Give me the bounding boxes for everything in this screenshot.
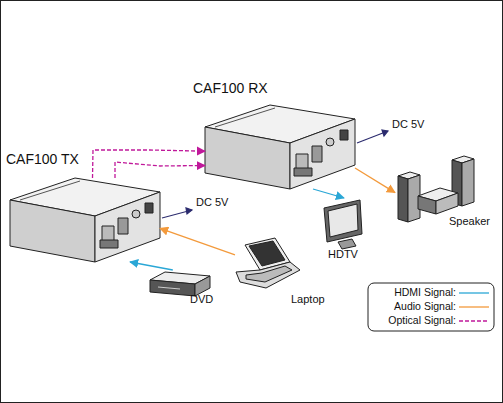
rx-box-part bbox=[215, 108, 275, 127]
dvd-device: DVD bbox=[148, 270, 210, 298]
receiver-box: CAF100 RX bbox=[205, 105, 355, 189]
power-label: DC 5V bbox=[392, 118, 424, 130]
hdtv-part bbox=[328, 204, 358, 237]
rx-box-part bbox=[294, 168, 312, 176]
power-lead-part bbox=[186, 208, 192, 214]
device-label: CAF100 TX bbox=[6, 152, 79, 167]
signal-connector bbox=[93, 150, 206, 178]
rx-box-part bbox=[312, 146, 322, 162]
tx-box-part bbox=[145, 203, 153, 213]
device-label: Laptop bbox=[291, 293, 325, 305]
power-lead bbox=[162, 130, 388, 218]
hdtv-part bbox=[338, 239, 356, 249]
hdtv-part bbox=[324, 200, 362, 242]
laptop bbox=[236, 238, 300, 288]
laptop-part bbox=[246, 266, 292, 282]
laptop-device: Laptop bbox=[235, 236, 301, 290]
device-label: CAF100 RX bbox=[193, 81, 268, 96]
tx-box-part bbox=[118, 218, 128, 234]
device-label: HDTV bbox=[328, 248, 358, 260]
legend-sample-line bbox=[459, 306, 489, 307]
tx-box-part bbox=[10, 200, 95, 262]
tx-box-part bbox=[132, 210, 140, 218]
device-label: Speaker bbox=[449, 215, 490, 227]
legend-frame bbox=[368, 283, 494, 331]
dvd-player-part bbox=[150, 280, 195, 296]
legend-text: Audio Signal: bbox=[394, 301, 456, 313]
dvd-player bbox=[150, 272, 210, 296]
power-label: DC 5V bbox=[196, 196, 228, 208]
hdtv-device: HDTV bbox=[322, 198, 366, 250]
legend-text: Optical Signal: bbox=[388, 315, 456, 327]
power-lead-part bbox=[357, 131, 388, 143]
legend-sample-line bbox=[459, 292, 489, 293]
device-label: DVD bbox=[190, 293, 213, 305]
dvd-player-part bbox=[158, 287, 180, 289]
speaker-set-part bbox=[436, 193, 458, 214]
laptop-part bbox=[236, 262, 300, 288]
laptop-part bbox=[249, 241, 285, 266]
speaker-set-part bbox=[462, 159, 474, 206]
signal-connector bbox=[130, 262, 173, 270]
rx-box bbox=[205, 105, 355, 189]
legend-text: HDMI Signal: bbox=[394, 287, 456, 299]
tx-box-part bbox=[100, 240, 118, 248]
signal-connector bbox=[115, 162, 205, 178]
rx-box-part bbox=[205, 127, 290, 189]
tx-box bbox=[10, 178, 160, 262]
rx-box-part bbox=[340, 130, 348, 140]
hdtv bbox=[324, 200, 362, 249]
tx-box-part bbox=[95, 192, 160, 262]
rx-box-part bbox=[326, 138, 334, 146]
speaker-set bbox=[398, 156, 474, 222]
power-lead-part bbox=[382, 130, 388, 136]
speaker-device: Speaker bbox=[395, 153, 477, 225]
transmitter-box: CAF100 TX bbox=[10, 178, 160, 262]
signal-connector bbox=[313, 189, 344, 198]
tx-box-part bbox=[20, 181, 80, 200]
signal-connector bbox=[355, 168, 395, 193]
speaker-set-part bbox=[418, 196, 436, 214]
speaker-set-part bbox=[398, 176, 408, 222]
rx-box-part bbox=[290, 119, 355, 189]
signal-connector bbox=[160, 228, 235, 255]
legend-sample-line bbox=[459, 320, 489, 321]
